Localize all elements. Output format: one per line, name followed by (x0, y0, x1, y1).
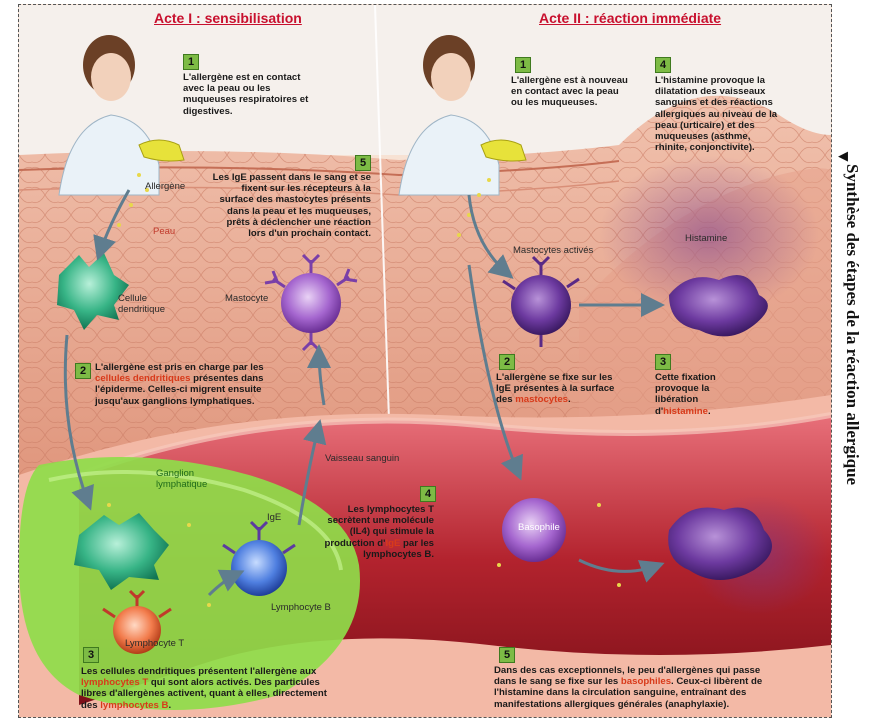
act1-step4-number: 4 (420, 486, 436, 502)
act2-step2-text: L'allergène se fixe sur les IgE présente… (496, 372, 615, 406)
act1-step2-text: L'allergène est pris en charge par les c… (95, 362, 264, 407)
act2-step5-text: Dans des cas exceptionnels, le peu d'all… (494, 665, 763, 710)
label-mastocytes-actives: Mastocytes activés (513, 245, 594, 256)
label-mastocyte: Mastocyte (225, 293, 269, 304)
label-peau: Peau (153, 226, 176, 237)
act2-title: Acte II : réaction immédiate (539, 10, 722, 26)
act2-step4-text: L'histamine provoque la dilatation des v… (655, 75, 778, 154)
act1-title: Acte I : sensibilisation (154, 10, 302, 26)
caption-text: Synthèse des étapes de la réaction aller… (843, 164, 862, 486)
illustration-art (19, 5, 831, 717)
side-caption: ◀ Synthèse des étapes de la réaction all… (832, 148, 862, 570)
label-allergene: Allergène (145, 181, 186, 192)
act1-step1-text: L'allergène est en contact avec la peau … (183, 72, 309, 117)
act1-step2-number: 2 (75, 363, 91, 379)
act2-step2-number: 2 (499, 354, 515, 370)
label-cellule-dendritique: Cellule dendritique (118, 293, 166, 315)
act1-step3-number: 3 (83, 647, 99, 663)
act1-step1-number: 1 (183, 54, 199, 70)
act2-step5-number: 5 (499, 647, 515, 663)
act1-step5-number: 5 (355, 155, 371, 171)
act1-step4-text: Les lymphocytes T secrètent une molécule… (324, 504, 434, 560)
act2-step1-number: 1 (515, 57, 531, 73)
label-lymphocyte-b: Lymphocyte B (271, 602, 331, 613)
act2-step3-text: Cette fixation provoque la libération d'… (655, 372, 716, 417)
act1-step3-text: Les cellules dendritiques présentent l'a… (81, 666, 327, 711)
label-lymphocyte-t: Lymphocyte T (125, 638, 185, 649)
label-vaisseau: Vaisseau sanguin (325, 453, 400, 464)
act2-step3-number: 3 (655, 354, 671, 370)
illustration-frame: Acte I : sensibilisation Acte II : réact… (18, 4, 832, 718)
label-ganglion: Ganglion lymphatique (156, 468, 208, 490)
label-ige: IgE (267, 512, 282, 523)
label-basophile: Basophile (518, 522, 560, 533)
caption-arrow-icon: ◀ (838, 148, 848, 163)
act1-step5-text: Les IgE passent dans le sang et se fixen… (212, 172, 371, 240)
act2-step4-number: 4 (655, 57, 671, 73)
label-histamine: Histamine (685, 233, 728, 244)
act2-step1-text: L'allergène est à nouveau en contact ave… (511, 75, 628, 109)
